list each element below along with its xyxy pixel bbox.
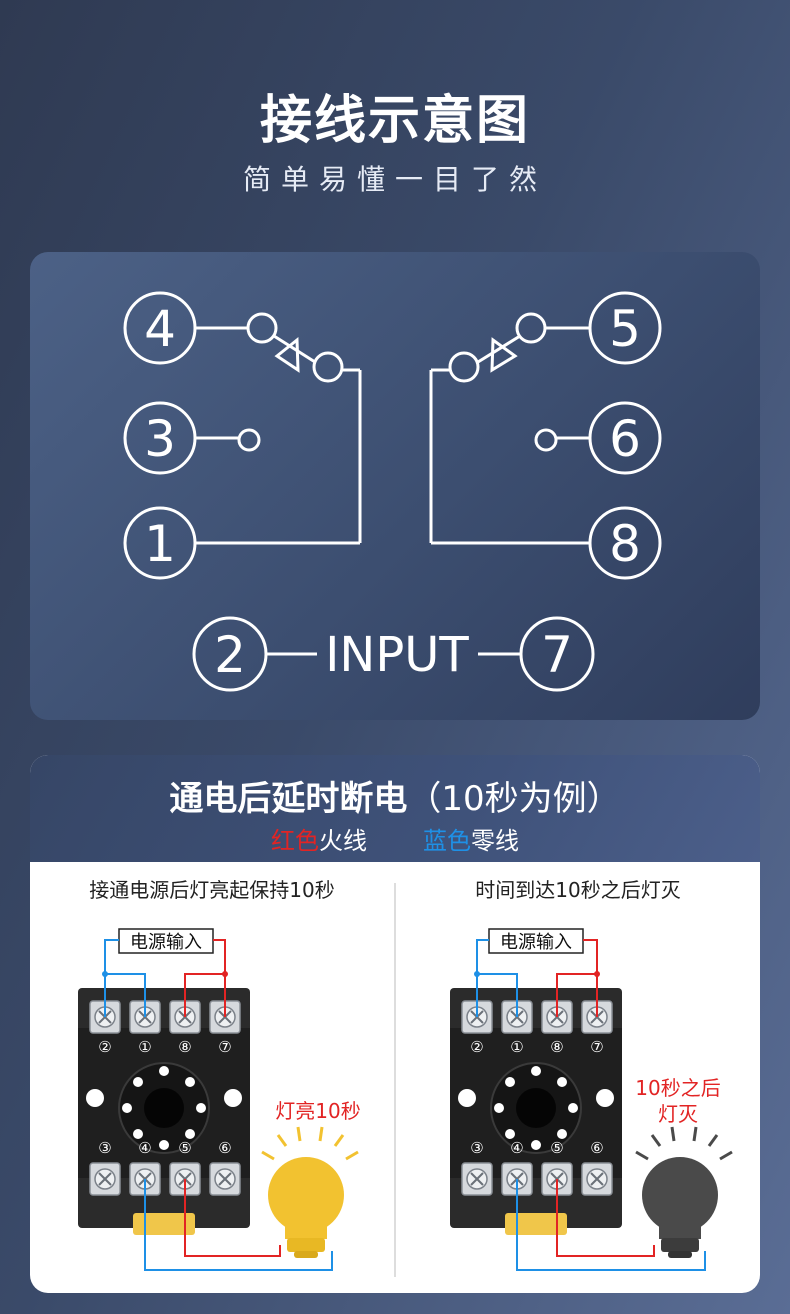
right-terminal-2: ② bbox=[470, 1038, 483, 1056]
right-terminal-3: ③ bbox=[470, 1139, 483, 1157]
pin-label-8: 8 bbox=[609, 515, 641, 573]
right-terminal-6: ⑥ bbox=[590, 1139, 603, 1157]
right-caption: 时间到达10秒之后灯灭 bbox=[475, 878, 680, 902]
legend-red: 红色 bbox=[271, 827, 319, 855]
pin-diagram: 4 3 1 5 6 8 2 7 INPUT bbox=[123, 291, 662, 692]
switch-arrow-right bbox=[490, 337, 518, 373]
page-subtitle: 简单易懂一目了然 bbox=[242, 163, 547, 196]
pin-label-4: 4 bbox=[144, 300, 176, 358]
left-terminal-3: ③ bbox=[98, 1139, 111, 1157]
left-lamp-note: 灯亮10秒 bbox=[275, 1099, 360, 1123]
contact-8-common bbox=[448, 351, 480, 383]
example-header: 通电后延时断电（10秒为例） 红色火线 蓝色零线 bbox=[30, 755, 760, 862]
right-lamp-note-2: 灯灭 bbox=[658, 1102, 698, 1126]
switch-arrow-left bbox=[274, 336, 300, 373]
right-terminal-5: ⑤ bbox=[550, 1139, 563, 1157]
wire-legend: 红色火线 蓝色零线 bbox=[30, 821, 760, 856]
wiring-example-panel: 通电后延时断电（10秒为例） 红色火线 蓝色零线 bbox=[30, 755, 760, 1293]
right-terminal-7: ⑦ bbox=[590, 1038, 603, 1056]
pin-label-2: 2 bbox=[214, 626, 246, 684]
right-wires bbox=[476, 939, 706, 1271]
left-terminal-6: ⑥ bbox=[218, 1139, 231, 1157]
page-title: 接线示意图 bbox=[259, 91, 530, 151]
right-power-label: 电源输入 bbox=[500, 932, 572, 953]
left-caption: 接通电源后灯亮起保持10秒 bbox=[89, 878, 334, 902]
contact-1-common bbox=[312, 351, 344, 383]
left-terminal-1: ① bbox=[138, 1038, 151, 1056]
wiring-illustration: 接通电源后灯亮起保持10秒 ② ① ⑧ ⑦ ③ ④ ⑤ ⑥ 电源输入 bbox=[77, 878, 733, 1277]
legend-fire: 火线 bbox=[319, 827, 367, 855]
contact-6 bbox=[534, 428, 558, 452]
pin-label-7: 7 bbox=[541, 626, 573, 684]
right-terminal-1: ① bbox=[510, 1038, 523, 1056]
lamp-on-icon bbox=[261, 1126, 359, 1258]
left-wires bbox=[104, 939, 333, 1271]
legend-neutral: 零线 bbox=[471, 827, 519, 855]
left-power-label: 电源输入 bbox=[130, 932, 202, 953]
left-socket: ② ① ⑧ ⑦ ③ ④ ⑤ ⑥ bbox=[77, 987, 251, 1236]
left-terminal-4: ④ bbox=[138, 1139, 151, 1157]
contact-4 bbox=[246, 312, 278, 344]
right-terminal-8: ⑧ bbox=[550, 1038, 563, 1056]
lamp-off-icon bbox=[635, 1126, 733, 1258]
pin-diagram-panel: 4 3 1 5 6 8 2 7 INPUT bbox=[30, 252, 760, 720]
left-terminal-2: ② bbox=[98, 1038, 111, 1056]
example-title-paren: （10秒为例） bbox=[407, 779, 621, 819]
left-terminal-8: ⑧ bbox=[178, 1038, 191, 1056]
pin-label-3: 3 bbox=[144, 410, 176, 468]
right-terminal-4: ④ bbox=[510, 1139, 523, 1157]
left-terminal-5: ⑤ bbox=[178, 1139, 191, 1157]
input-label: INPUT bbox=[325, 627, 469, 683]
contact-5 bbox=[515, 312, 547, 344]
right-lamp-note-1: 10秒之后 bbox=[635, 1076, 720, 1100]
legend-blue: 蓝色 bbox=[423, 827, 471, 855]
pin-label-5: 5 bbox=[609, 300, 641, 358]
contact-3 bbox=[237, 428, 261, 452]
pin-label-6: 6 bbox=[609, 410, 641, 468]
left-terminal-7: ⑦ bbox=[218, 1038, 231, 1056]
example-title: 通电后延时断电（10秒为例） bbox=[169, 779, 621, 819]
pin-label-1: 1 bbox=[144, 515, 176, 573]
right-socket: ② ① ⑧ ⑦ ③ ④ ⑤ ⑥ bbox=[449, 987, 623, 1236]
